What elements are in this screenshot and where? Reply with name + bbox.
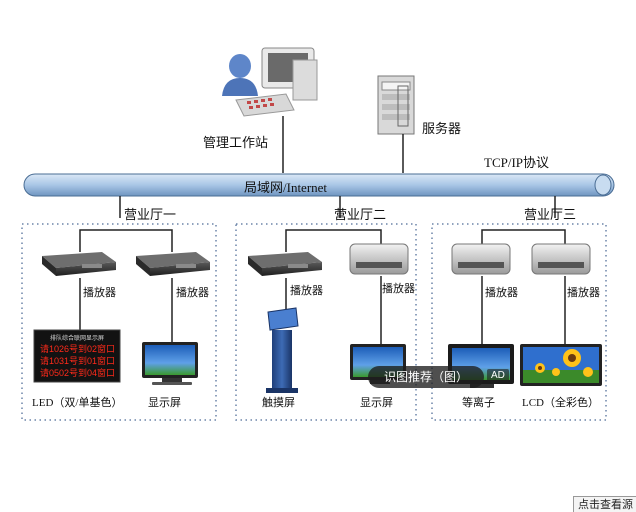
player-label: 播放器 bbox=[485, 287, 518, 299]
player-label: 播放器 bbox=[567, 287, 600, 299]
player-label: 播放器 bbox=[290, 285, 323, 297]
led-screen-line: 请1031号到01窗口 bbox=[40, 355, 115, 366]
lcd-device-label: LCD（全彩色） bbox=[522, 397, 599, 409]
player-hall1-b bbox=[136, 252, 210, 276]
display2-device-label: 显示屏 bbox=[360, 397, 393, 409]
server-label: 服务器 bbox=[422, 121, 462, 136]
ad-badge: AD bbox=[487, 369, 509, 382]
plasma-device-label: 等离子 bbox=[462, 397, 495, 409]
touch-kiosk bbox=[266, 307, 299, 393]
display-screen-1 bbox=[142, 342, 198, 385]
led-screen-line: 请0502号到04窗口 bbox=[40, 367, 115, 378]
network-bus-label: 局域网/Internet bbox=[244, 180, 328, 195]
protocol-label: TCP/IP协议 bbox=[484, 155, 550, 170]
workstation-icon bbox=[222, 47, 318, 117]
hall-3-title: 营业厅三 bbox=[524, 207, 577, 222]
hall-2-title: 营业厅二 bbox=[334, 207, 387, 222]
led-screen-line: 请1026号到02窗口 bbox=[40, 343, 115, 354]
led-device-label: LED（双/单基色） bbox=[32, 397, 123, 409]
led-screen: 排队综合联网显示屏 请1026号到02窗口 请1031号到01窗口 请0502号… bbox=[33, 329, 121, 383]
player-hall2-b bbox=[349, 243, 409, 275]
player-hall3-b bbox=[531, 243, 591, 275]
lcd-screen bbox=[520, 344, 602, 386]
player-label: 播放器 bbox=[382, 283, 415, 295]
display1-device-label: 显示屏 bbox=[148, 397, 181, 409]
server-icon bbox=[377, 75, 415, 135]
player-label: 播放器 bbox=[83, 287, 116, 299]
network-bus bbox=[23, 173, 615, 197]
view-source-button[interactable]: 点击查看源 bbox=[573, 496, 636, 512]
image-recommend-button[interactable]: 识图推荐（图） bbox=[368, 366, 484, 388]
player-hall3-a bbox=[451, 243, 511, 275]
hall-1-title: 营业厅一 bbox=[124, 207, 177, 222]
player-hall2-a bbox=[248, 252, 322, 276]
player-hall1-a bbox=[42, 252, 116, 276]
touch-device-label: 触摸屏 bbox=[262, 397, 295, 409]
workstation-label: 管理工作站 bbox=[203, 135, 269, 150]
hall-2-frame bbox=[235, 223, 417, 421]
player-label: 播放器 bbox=[176, 287, 209, 299]
led-screen-header: 排队综合联网显示屏 bbox=[50, 334, 104, 342]
